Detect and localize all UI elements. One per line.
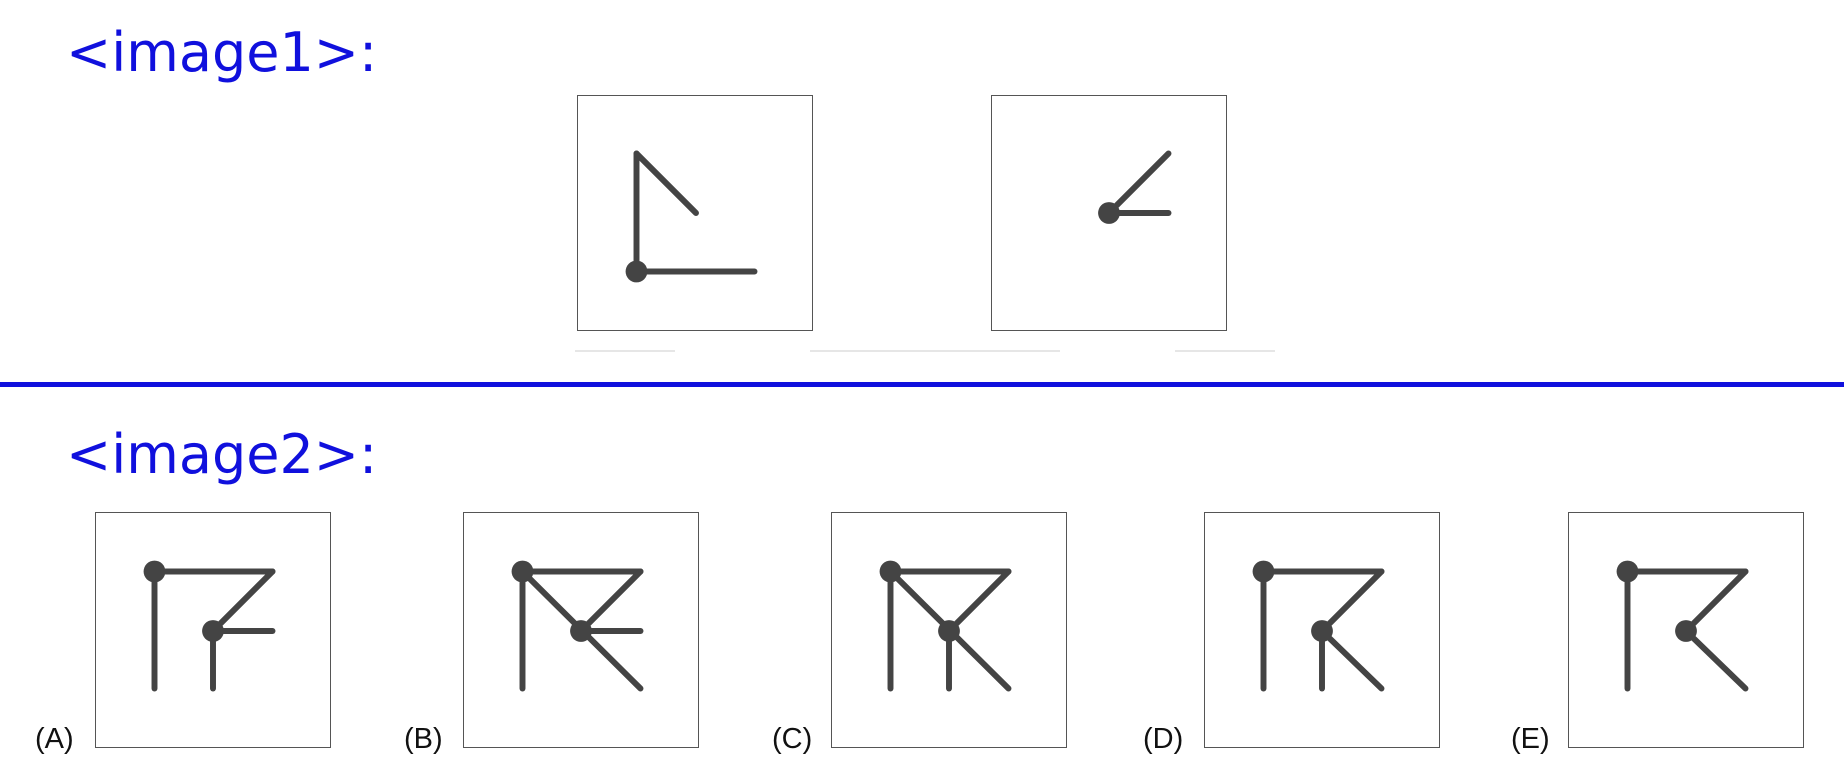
figure-corner-with-diagonal xyxy=(625,150,758,283)
option-d-label: (D) xyxy=(1143,723,1184,755)
figure-angle-node xyxy=(1098,150,1172,224)
section-divider xyxy=(0,382,1844,387)
option-a-panel[interactable] xyxy=(95,512,331,748)
option-c-figure xyxy=(879,560,1012,692)
option-a-label: (A) xyxy=(35,723,74,755)
option-b-panel[interactable] xyxy=(463,512,699,748)
option-d-figure xyxy=(1252,560,1385,692)
option-d-panel[interactable] xyxy=(1204,512,1440,748)
sequence-panel-2 xyxy=(991,95,1227,331)
faint-divider-stroke xyxy=(1175,350,1275,352)
image1-label: <image1>: xyxy=(66,21,378,84)
faint-divider-stroke xyxy=(575,350,675,352)
option-c-label: (C) xyxy=(772,723,813,755)
option-e-label: (E) xyxy=(1511,723,1550,755)
faint-divider-stroke xyxy=(810,350,1060,352)
option-a-figure xyxy=(143,560,276,692)
sequence-panel-1 xyxy=(577,95,813,331)
option-e-figure xyxy=(1616,560,1749,692)
option-e-panel[interactable] xyxy=(1568,512,1804,748)
image2-label: <image2>: xyxy=(66,423,378,486)
option-b-label: (B) xyxy=(404,723,443,755)
option-c-panel[interactable] xyxy=(831,512,1067,748)
option-b-figure xyxy=(511,560,644,692)
